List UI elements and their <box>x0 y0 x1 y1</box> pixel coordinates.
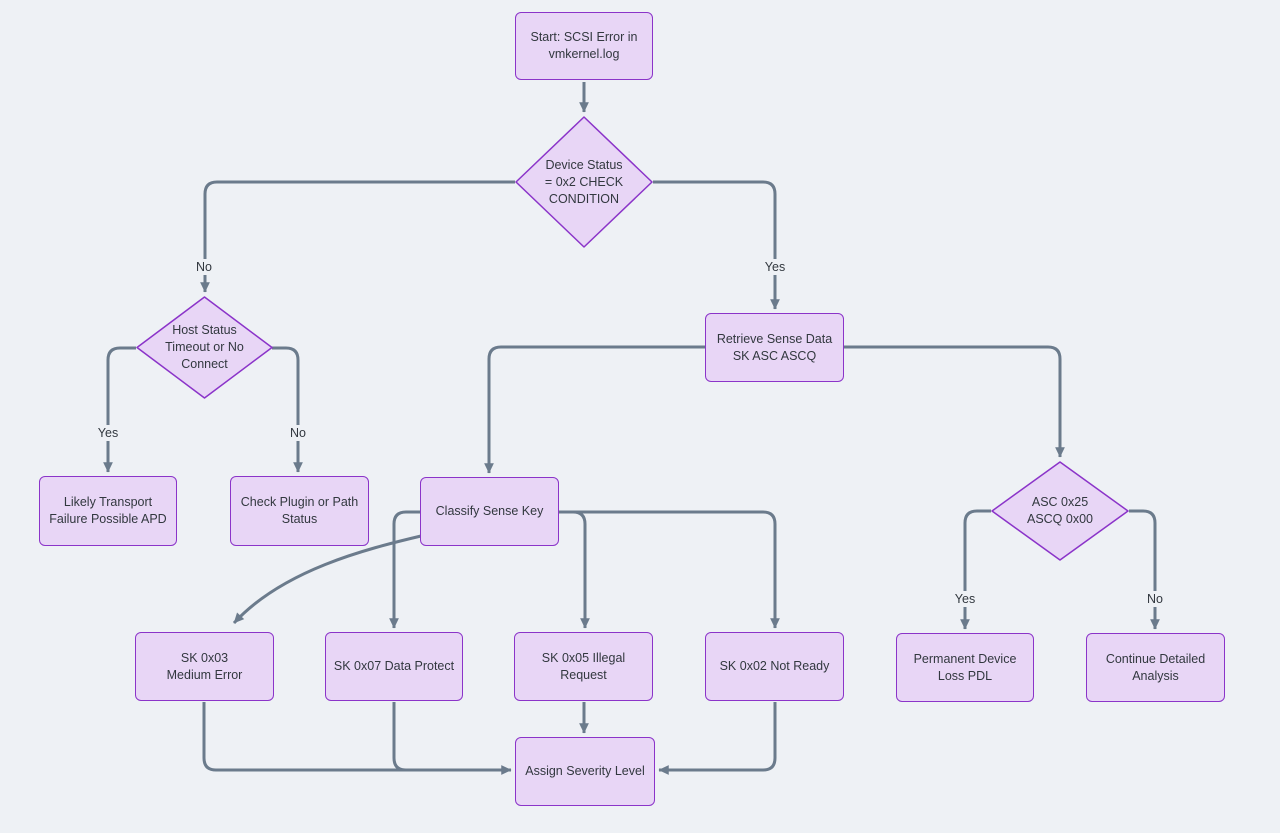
diamond-shape <box>136 296 273 399</box>
edge-asc-no-to-continue <box>1129 509 1160 630</box>
edge-classify-to-sk07 <box>389 510 421 629</box>
node-retrieve-sense-label: Retrieve Sense Data SK ASC ASCQ <box>716 331 833 363</box>
node-sk-0x05-label: SK 0x05 Illegal Request <box>541 650 626 682</box>
node-asc-check: ASC 0x25 ASCQ 0x00 <box>991 461 1129 561</box>
edge-asc-yes-to-pdl <box>960 509 991 630</box>
edge-retrieve-sense-to-asc-check <box>844 345 1065 458</box>
node-sk-0x07-label: SK 0x07 Data Protect <box>333 659 455 673</box>
node-host-status: Host Status Timeout or No Connect <box>136 296 273 399</box>
edge-device-status-no-to-host-status <box>200 180 515 293</box>
node-sk-0x05: SK 0x05 Illegal Request <box>514 632 653 701</box>
node-classify-sense: Classify Sense Key <box>420 477 559 546</box>
node-pdl-label: Permanent Device Loss PDL <box>913 651 1017 683</box>
diamond-shape <box>991 461 1129 561</box>
node-sk-0x07: SK 0x07 Data Protect <box>325 632 463 701</box>
node-sk-0x03: SK 0x03 Medium Error <box>135 632 274 701</box>
node-assign-severity: Assign Severity Level <box>515 737 655 806</box>
node-asc-check-label: ASC 0x25 ASCQ 0x00 <box>1026 495 1093 526</box>
edge-classify-to-sk02 <box>558 510 780 629</box>
node-start-label: Start: SCSI Error in vmkernel.log <box>530 30 638 61</box>
edge-host-status-yes-to-likely-transport <box>103 346 136 473</box>
edge-label-asc-yes: Yes <box>949 591 981 607</box>
node-start: Start: SCSI Error in vmkernel.log <box>515 12 653 80</box>
node-likely-transport: Likely Transport Failure Possible APD <box>39 476 177 546</box>
node-continue-analysis-label: Continue Detailed Analysis <box>1105 651 1206 683</box>
edge-classify-to-sk05 <box>558 510 590 629</box>
edge-device-status-yes-to-retrieve-sense <box>653 180 780 310</box>
edge-label-host-yes: Yes <box>92 425 124 441</box>
node-assign-severity-label: Assign Severity Level <box>525 764 645 778</box>
edge-label-device-no: No <box>191 259 217 275</box>
node-likely-transport-label: Likely Transport Failure Possible APD <box>49 495 167 526</box>
node-host-status-label: Host Status Timeout or No Connect <box>165 323 244 371</box>
node-sk-0x02: SK 0x02 Not Ready <box>705 632 844 701</box>
diamond-shape <box>515 116 653 248</box>
edge-classify-to-sk03 <box>232 534 422 625</box>
node-pdl: Permanent Device Loss PDL <box>896 633 1034 702</box>
edge-label-device-yes: Yes <box>759 259 791 275</box>
node-continue-analysis: Continue Detailed Analysis <box>1086 633 1225 702</box>
node-sk-0x03-label: SK 0x03 Medium Error <box>166 650 243 682</box>
edge-retrieve-sense-to-classify-sense <box>484 345 705 474</box>
node-check-plugin: Check Plugin or Path Status <box>230 476 369 546</box>
node-retrieve-sense: Retrieve Sense Data SK ASC ASCQ <box>705 313 844 382</box>
edge-sk03-to-assign <box>202 702 512 775</box>
edge-sk02-to-assign <box>658 702 777 775</box>
node-classify-sense-label: Classify Sense Key <box>435 504 544 518</box>
edge-label-asc-no: No <box>1142 591 1168 607</box>
edge-sk07-to-assign <box>392 702 445 772</box>
node-sk-0x02-label: SK 0x02 Not Ready <box>719 659 830 673</box>
edge-label-host-no: No <box>285 425 311 441</box>
node-check-plugin-label: Check Plugin or Path Status <box>240 495 359 526</box>
node-device-status: Device Status = 0x2 CHECK CONDITION <box>515 116 653 248</box>
edge-host-status-no-to-check-plugin <box>272 346 303 473</box>
node-device-status-label: Device Status = 0x2 CHECK CONDITION <box>544 157 624 206</box>
